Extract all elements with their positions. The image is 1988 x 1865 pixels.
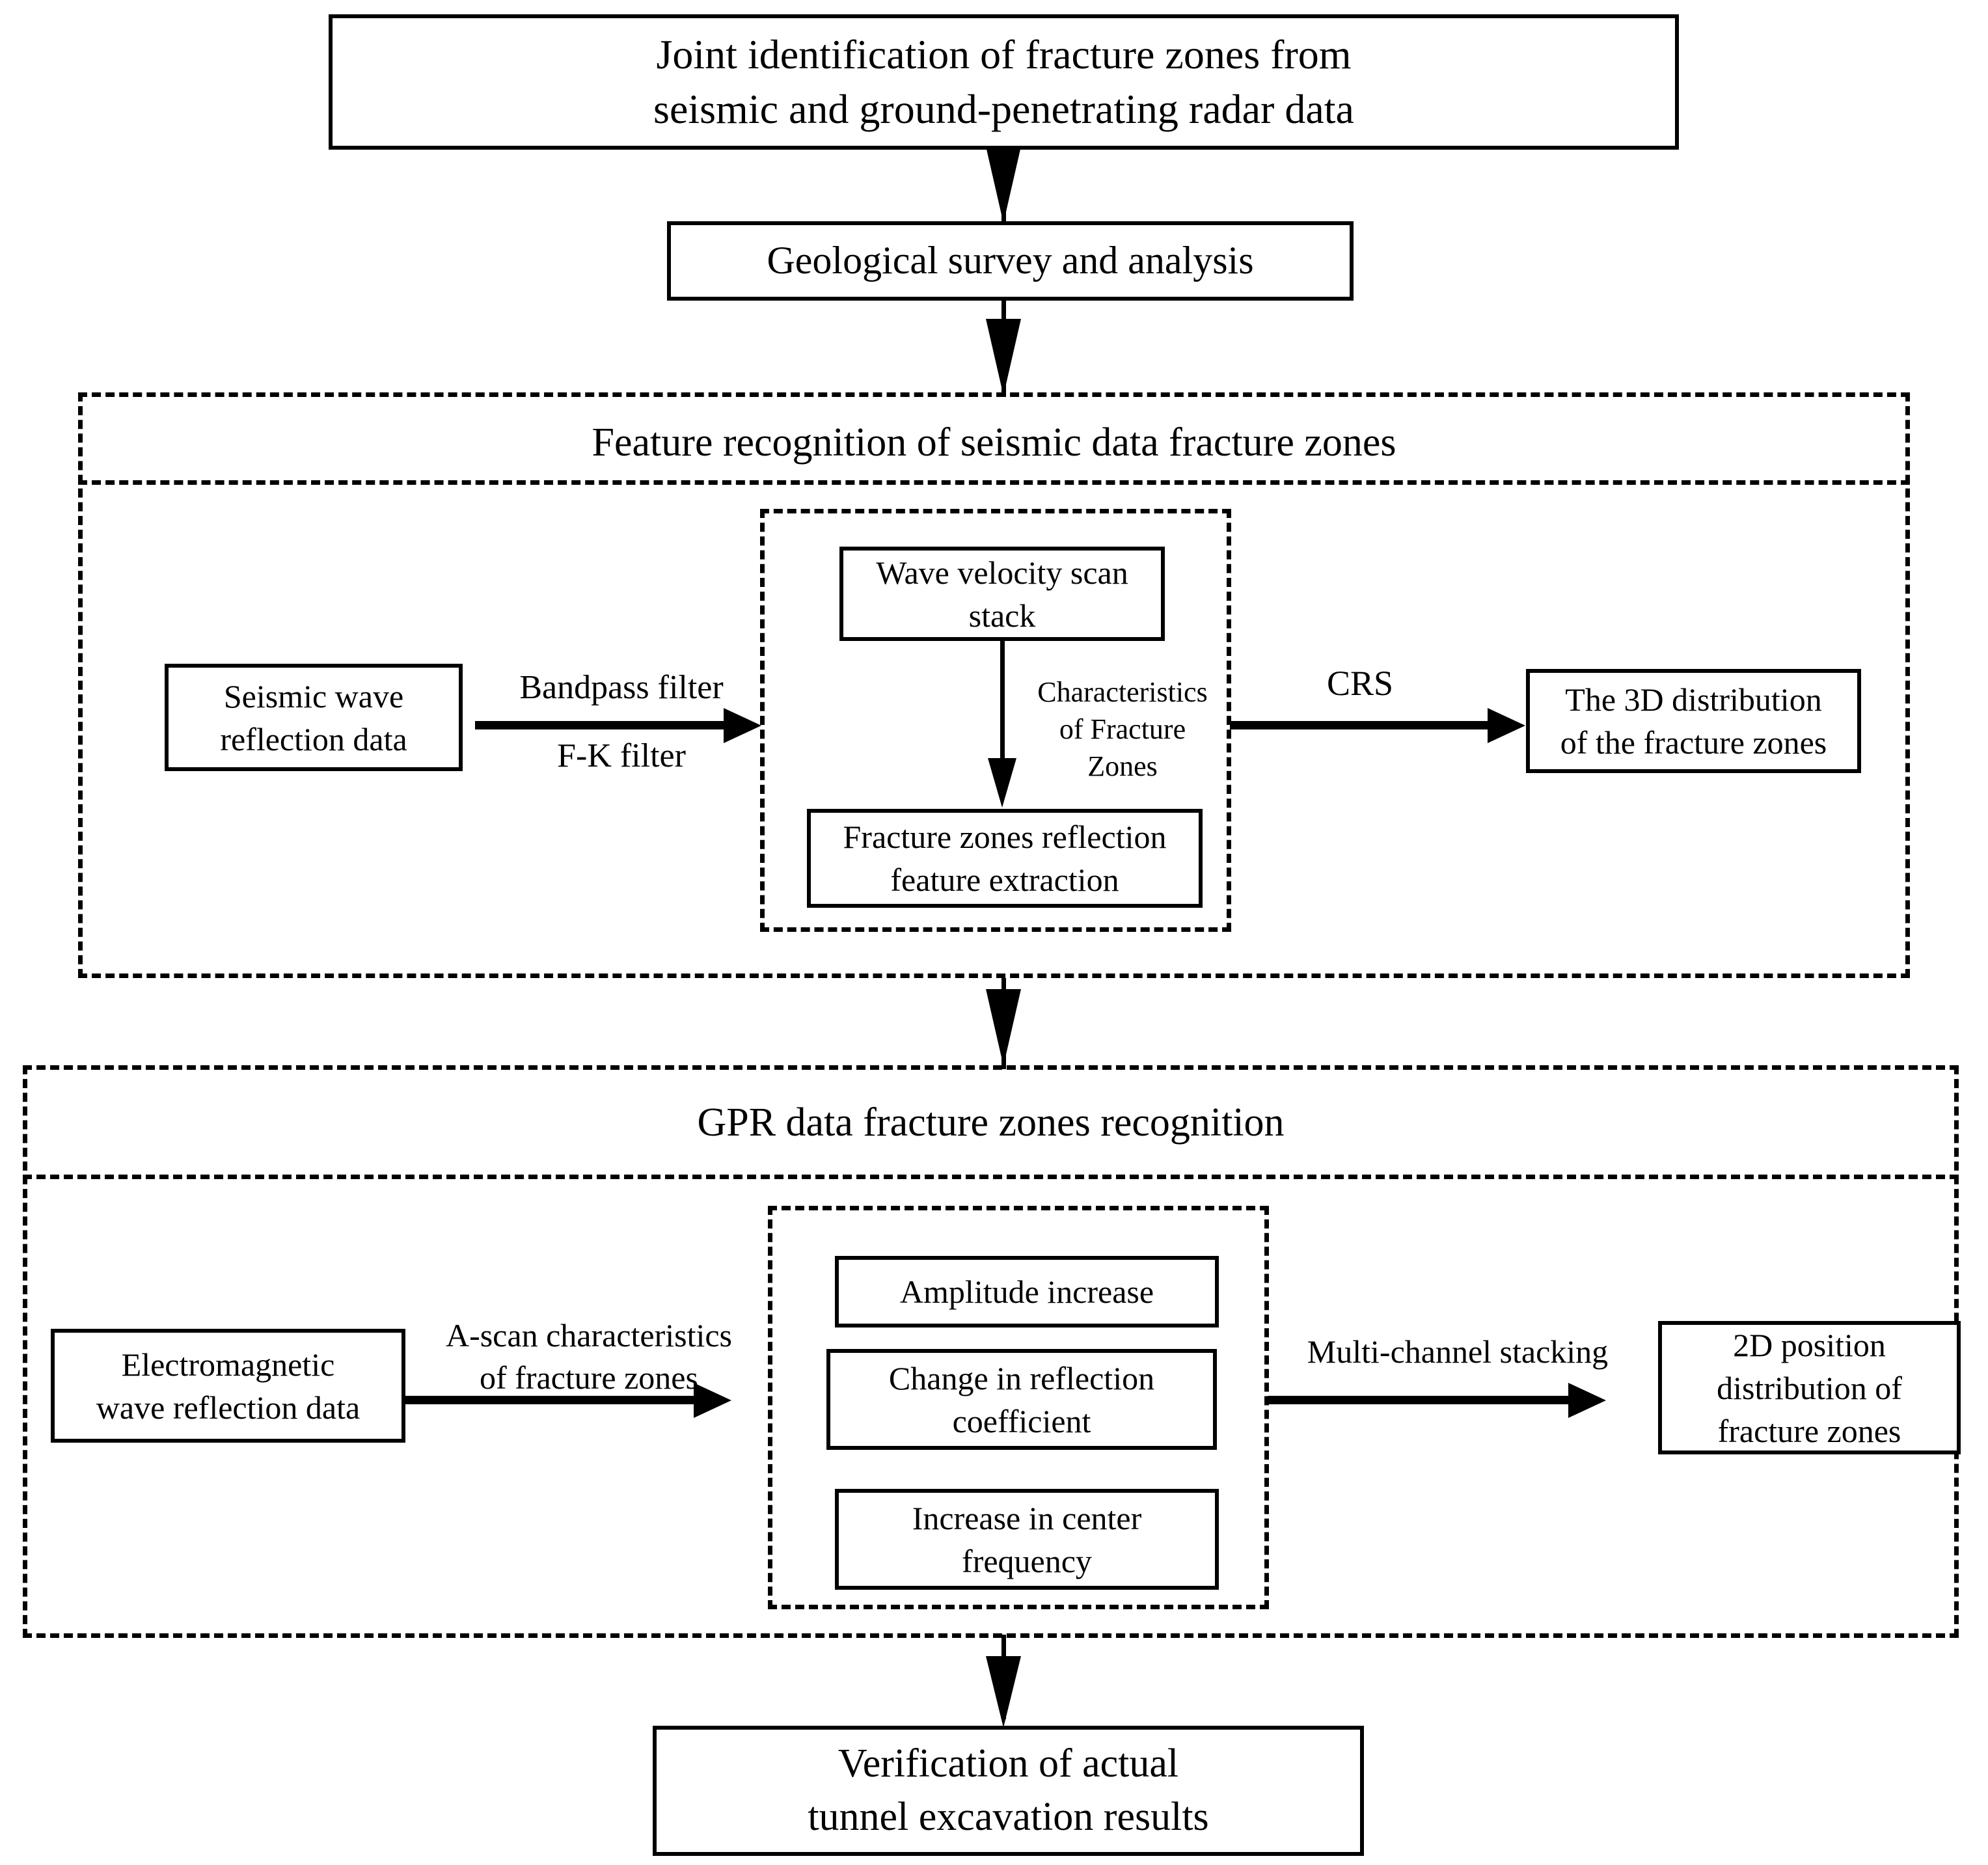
connector-gpr-input-to-inner [403,1396,696,1404]
seismic-filter-label-top: Bandpass filter [519,669,724,706]
three-d-distribution-box: The 3D distribution of the fracture zone… [1526,669,1861,773]
seismic-section-header: Feature recognition of seismic data frac… [592,420,1396,465]
gpr-feature-box-center-frequency: Increase in center frequency [835,1489,1219,1590]
seismic-inner-edge-label: Characteristics of Fracture Zones [1037,676,1208,783]
fracture-feature-extraction-box: Fracture zones reflection feature extrac… [807,809,1203,908]
gpr-input-box: Electromagnetic wave reflection data [51,1329,405,1443]
two-d-position-box: 2D position distribution of fracture zon… [1658,1321,1961,1454]
geological-survey-box: Geological survey and analysis [667,221,1354,301]
connector-seismic-input-to-inner [475,721,726,729]
arrow-seismic-to-gpr [986,989,1021,1066]
gpr-inner-container [768,1206,1269,1609]
seismic-section-header-divider [78,480,1910,485]
seismic-filter-label-bottom: F-K filter [557,737,686,774]
connector-inner-to-3d-distribution [1230,721,1490,729]
arrow-gpr-input-to-inner [694,1383,731,1418]
gpr-feature-box-reflection-coefficient: Change in reflection coefficient [826,1349,1217,1450]
seismic-section-container [78,392,1910,978]
arrow-wave-velocity-to-extraction [988,758,1016,808]
title-box: Joint identification of fracture zones f… [329,14,1679,150]
gpr-ascan-label: A-scan characteristics of fracture zones [445,1317,733,1396]
gpr-section-header-divider [23,1175,1959,1179]
arrow-title-to-geological [986,146,1021,223]
wave-velocity-scan-stack-box: Wave velocity scan stack [839,547,1165,641]
connector-gpr-inner-to-output [1268,1396,1570,1404]
arrow-inner-to-3d-distribution [1488,708,1525,743]
gpr-feature-box-amplitude: Amplitude increase [835,1256,1219,1327]
arrow-geological-to-seismic [986,319,1021,396]
connector-wave-velocity-to-extraction [1000,641,1005,771]
arrow-gpr-to-verification [986,1656,1021,1728]
seismic-crs-label: CRS [1326,664,1394,703]
gpr-multichannel-label: Multi-channel stacking [1307,1333,1609,1370]
arrow-gpr-inner-to-output [1568,1383,1606,1418]
seismic-input-box: Seismic wave reflection data [165,664,463,771]
verification-box: Verification of actual tunnel excavation… [653,1726,1364,1856]
seismic-inner-container [760,509,1231,932]
gpr-section-header: GPR data fracture zones recognition [697,1100,1285,1145]
arrow-seismic-input-to-inner [724,708,761,743]
